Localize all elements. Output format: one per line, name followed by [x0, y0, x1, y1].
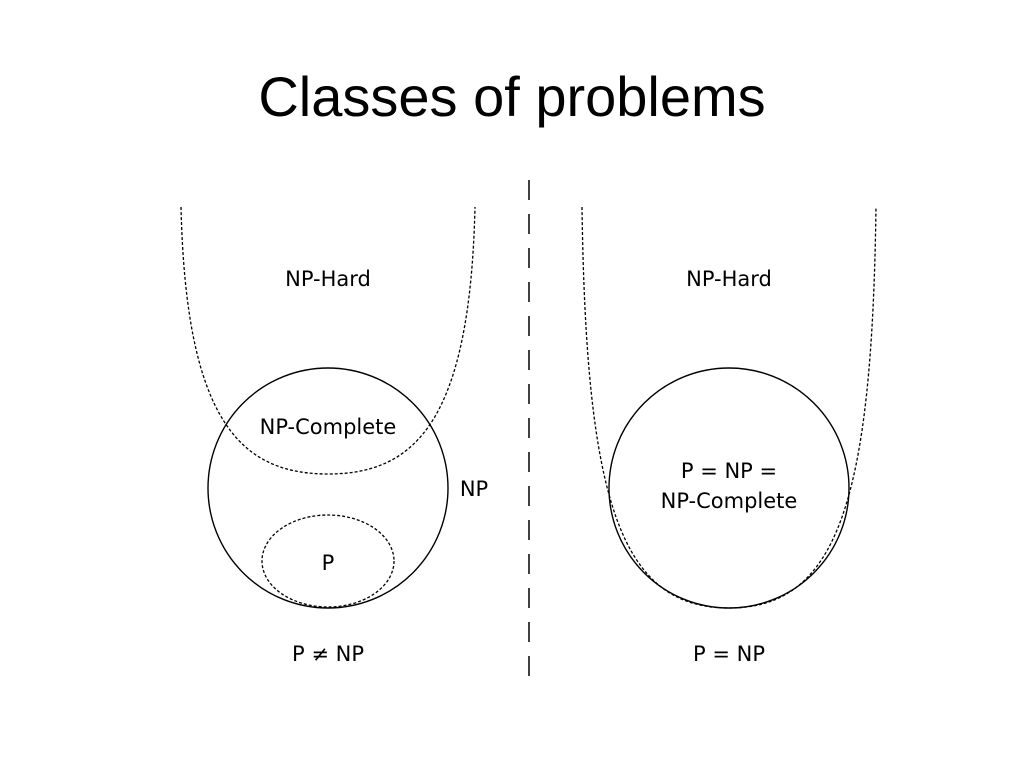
left-np-circle — [207, 367, 449, 609]
left-p-ellipse — [261, 514, 395, 608]
left-diagram: NP-Hard NP-Complete NP P P ≠ NP — [180, 206, 488, 666]
slide-title: Classes of problems — [258, 65, 766, 128]
right-caption: P = NP — [693, 642, 765, 666]
left-np-hard-label: NP-Hard — [285, 267, 371, 291]
left-caption: P ≠ NP — [292, 642, 364, 666]
right-merged-label-line2: NP-Complete — [661, 489, 798, 513]
left-np-label: NP — [460, 477, 488, 501]
right-merged-circle — [608, 367, 850, 609]
right-diagram: NP-Hard P = NP = NP-Complete P = NP — [581, 206, 877, 666]
left-np-complete-label: NP-Complete — [260, 415, 397, 439]
right-merged-label-line1: P = NP = — [681, 459, 777, 483]
right-np-hard-boundary — [581, 206, 877, 609]
right-np-hard-label: NP-Hard — [686, 267, 772, 291]
left-p-label: P — [322, 551, 335, 575]
left-np-hard-boundary — [180, 206, 476, 475]
